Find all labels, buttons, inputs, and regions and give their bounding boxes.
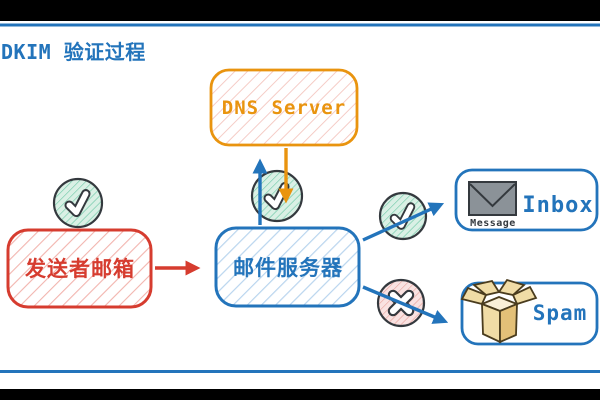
sender-mailbox-label: 发送者邮箱 bbox=[24, 257, 135, 281]
envelope-body bbox=[468, 181, 517, 216]
inbox-label: Inbox bbox=[522, 193, 593, 218]
mail-server-label: 邮件服务器 bbox=[233, 256, 343, 280]
top-letterbox-bar bbox=[0, 0, 600, 21]
top-rule bbox=[0, 23, 600, 27]
carton-right-flap bbox=[511, 285, 538, 306]
check-icon bbox=[52, 177, 104, 229]
page-title: DKIM 验证过程 bbox=[1, 40, 146, 64]
sender-mailbox-box bbox=[6, 228, 153, 309]
carton-back-left-flap bbox=[472, 279, 501, 296]
node-dns-server: DNS Server bbox=[209, 68, 359, 147]
arrow-mail-server-to-spam bbox=[362, 285, 449, 324]
carton-back-right-flap bbox=[497, 278, 526, 296]
envelope-caption: Message bbox=[470, 218, 516, 229]
envelope-icon bbox=[468, 181, 517, 216]
bottom-rule bbox=[0, 370, 600, 373]
bottom-letterbox-bar bbox=[0, 389, 600, 400]
node-spam: Spam bbox=[460, 278, 599, 346]
open-box-icon bbox=[460, 278, 538, 344]
carton-left-flap bbox=[460, 286, 488, 306]
dns-server-box bbox=[209, 68, 359, 147]
envelope-flap bbox=[469, 183, 516, 208]
arrow-mail-server-to-inbox bbox=[362, 202, 445, 242]
mail-server-box bbox=[214, 226, 361, 308]
spam-label: Spam bbox=[533, 301, 588, 325]
dns-server-label: DNS Server bbox=[222, 97, 346, 119]
node-mail-server: 邮件服务器 bbox=[214, 226, 361, 308]
node-sender-mailbox: 发送者邮箱 bbox=[6, 228, 153, 309]
carton-side-face bbox=[499, 302, 518, 344]
node-inbox: Message Inbox bbox=[454, 168, 599, 232]
